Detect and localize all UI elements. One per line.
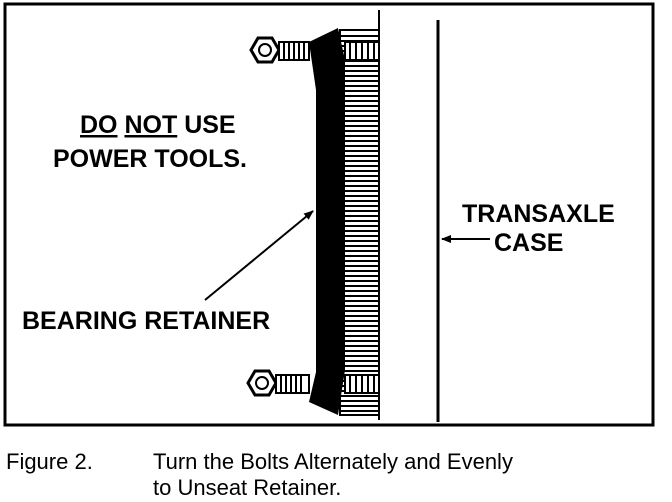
figure-border: [3, 2, 655, 427]
bearing-retainer-label: BEARING RETAINER: [22, 307, 270, 335]
case-label: CASE: [494, 229, 563, 257]
warning-line-1: DO NOT USE: [80, 111, 236, 139]
bearing-retainer-arrow: [204, 210, 314, 301]
top-bolt: [249, 36, 380, 64]
transaxle-label: TRANSAXLE: [462, 200, 615, 228]
caption-line-1: Turn the Bolts Alternately and Evenly: [153, 449, 513, 474]
caption-line-2: to Unseat Retainer.: [153, 475, 341, 500]
caption-number: Figure 2.: [6, 449, 93, 474]
bearing-body: [339, 29, 380, 416]
bottom-bolt: [246, 369, 380, 397]
bearing-retainer-plate: [309, 28, 345, 415]
warning-line-2: POWER TOOLS.: [53, 145, 247, 173]
